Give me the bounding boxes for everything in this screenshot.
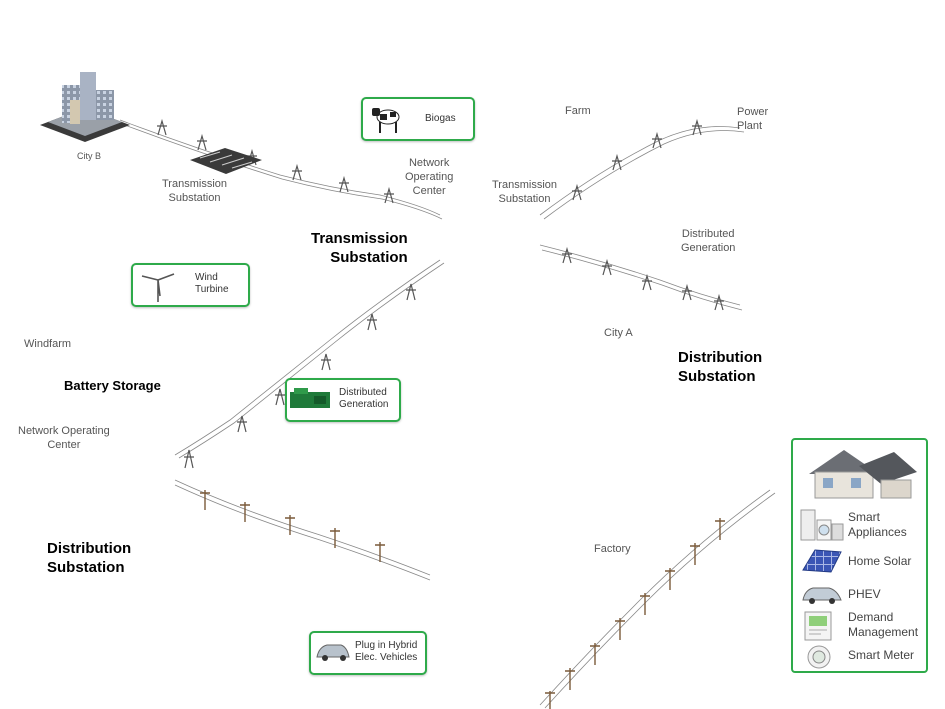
smart-home-panel: Smart Appliances Home Solar PHEV Demand … <box>791 438 928 673</box>
home-item-demand-management: Demand Management <box>793 610 926 642</box>
home-item-label: PHEV <box>848 587 881 601</box>
home-item-phev: PHEV <box>793 580 926 608</box>
transmission-substation-left-label: Transmission Substation <box>162 178 227 204</box>
home-item-label: Demand Management <box>848 610 919 639</box>
wind-turbine-label: Wind Turbine <box>195 272 229 295</box>
wind-turbine-callout: Wind Turbine <box>131 263 250 307</box>
farm-label: Farm <box>565 105 591 117</box>
power-lines <box>119 119 776 709</box>
electric-car-icon <box>316 644 350 661</box>
home-item-label: Home Solar <box>848 554 912 568</box>
city-b-illustration <box>40 72 130 142</box>
house-icon <box>809 450 917 499</box>
transmission-substation-bold-label: Transmission Substation <box>311 230 408 266</box>
home-item-home-solar: Home Solar <box>793 548 926 574</box>
wind-turbine-icon <box>141 273 175 302</box>
city-a-label: City A <box>604 327 633 339</box>
appliances-icon <box>800 509 844 541</box>
distributed-generation-right-label: Distributed Generation <box>681 228 736 254</box>
power-plant-label: Power Plant <box>737 106 769 132</box>
biogas-label: Biogas <box>425 113 456 124</box>
solar-panel-icon <box>802 549 842 573</box>
transmission-substation-mid-label: Transmission Substation <box>492 179 557 205</box>
distribution-substation-right-label: Distribution Substation <box>678 349 763 385</box>
network-operating-center-top-label: Network Operating Center <box>405 157 454 197</box>
windfarm-label: Windfarm <box>24 338 72 350</box>
city-b-label: City B <box>77 151 102 161</box>
utility-poles <box>200 490 725 709</box>
demand-management-icon <box>804 611 832 641</box>
network-operating-center-left-label: Network Operating Center <box>18 425 110 451</box>
generator-icon <box>290 388 330 408</box>
electric-car-icon <box>802 587 842 604</box>
battery-storage-label: Battery Storage <box>64 378 161 393</box>
home-item-label: Smart Meter <box>848 648 915 662</box>
smart-meter-icon <box>807 645 831 669</box>
plug-in-hybrid-label: Plug in Hybrid Elec. Vehicles <box>355 640 418 663</box>
home-item-smart-appliances: Smart Appliances <box>793 508 926 542</box>
factory-label: Factory <box>594 543 631 555</box>
transmission-substation-left-illustration <box>190 148 262 174</box>
distributed-generation-center-label: Distributed Generation <box>339 387 389 410</box>
pylons <box>157 118 724 469</box>
cow-icon <box>372 108 400 133</box>
home-item-label: Smart Appliances <box>848 510 907 539</box>
home-item-smart-meter: Smart Meter <box>793 644 926 670</box>
distribution-substation-left-label: Distribution Substation <box>47 540 132 576</box>
